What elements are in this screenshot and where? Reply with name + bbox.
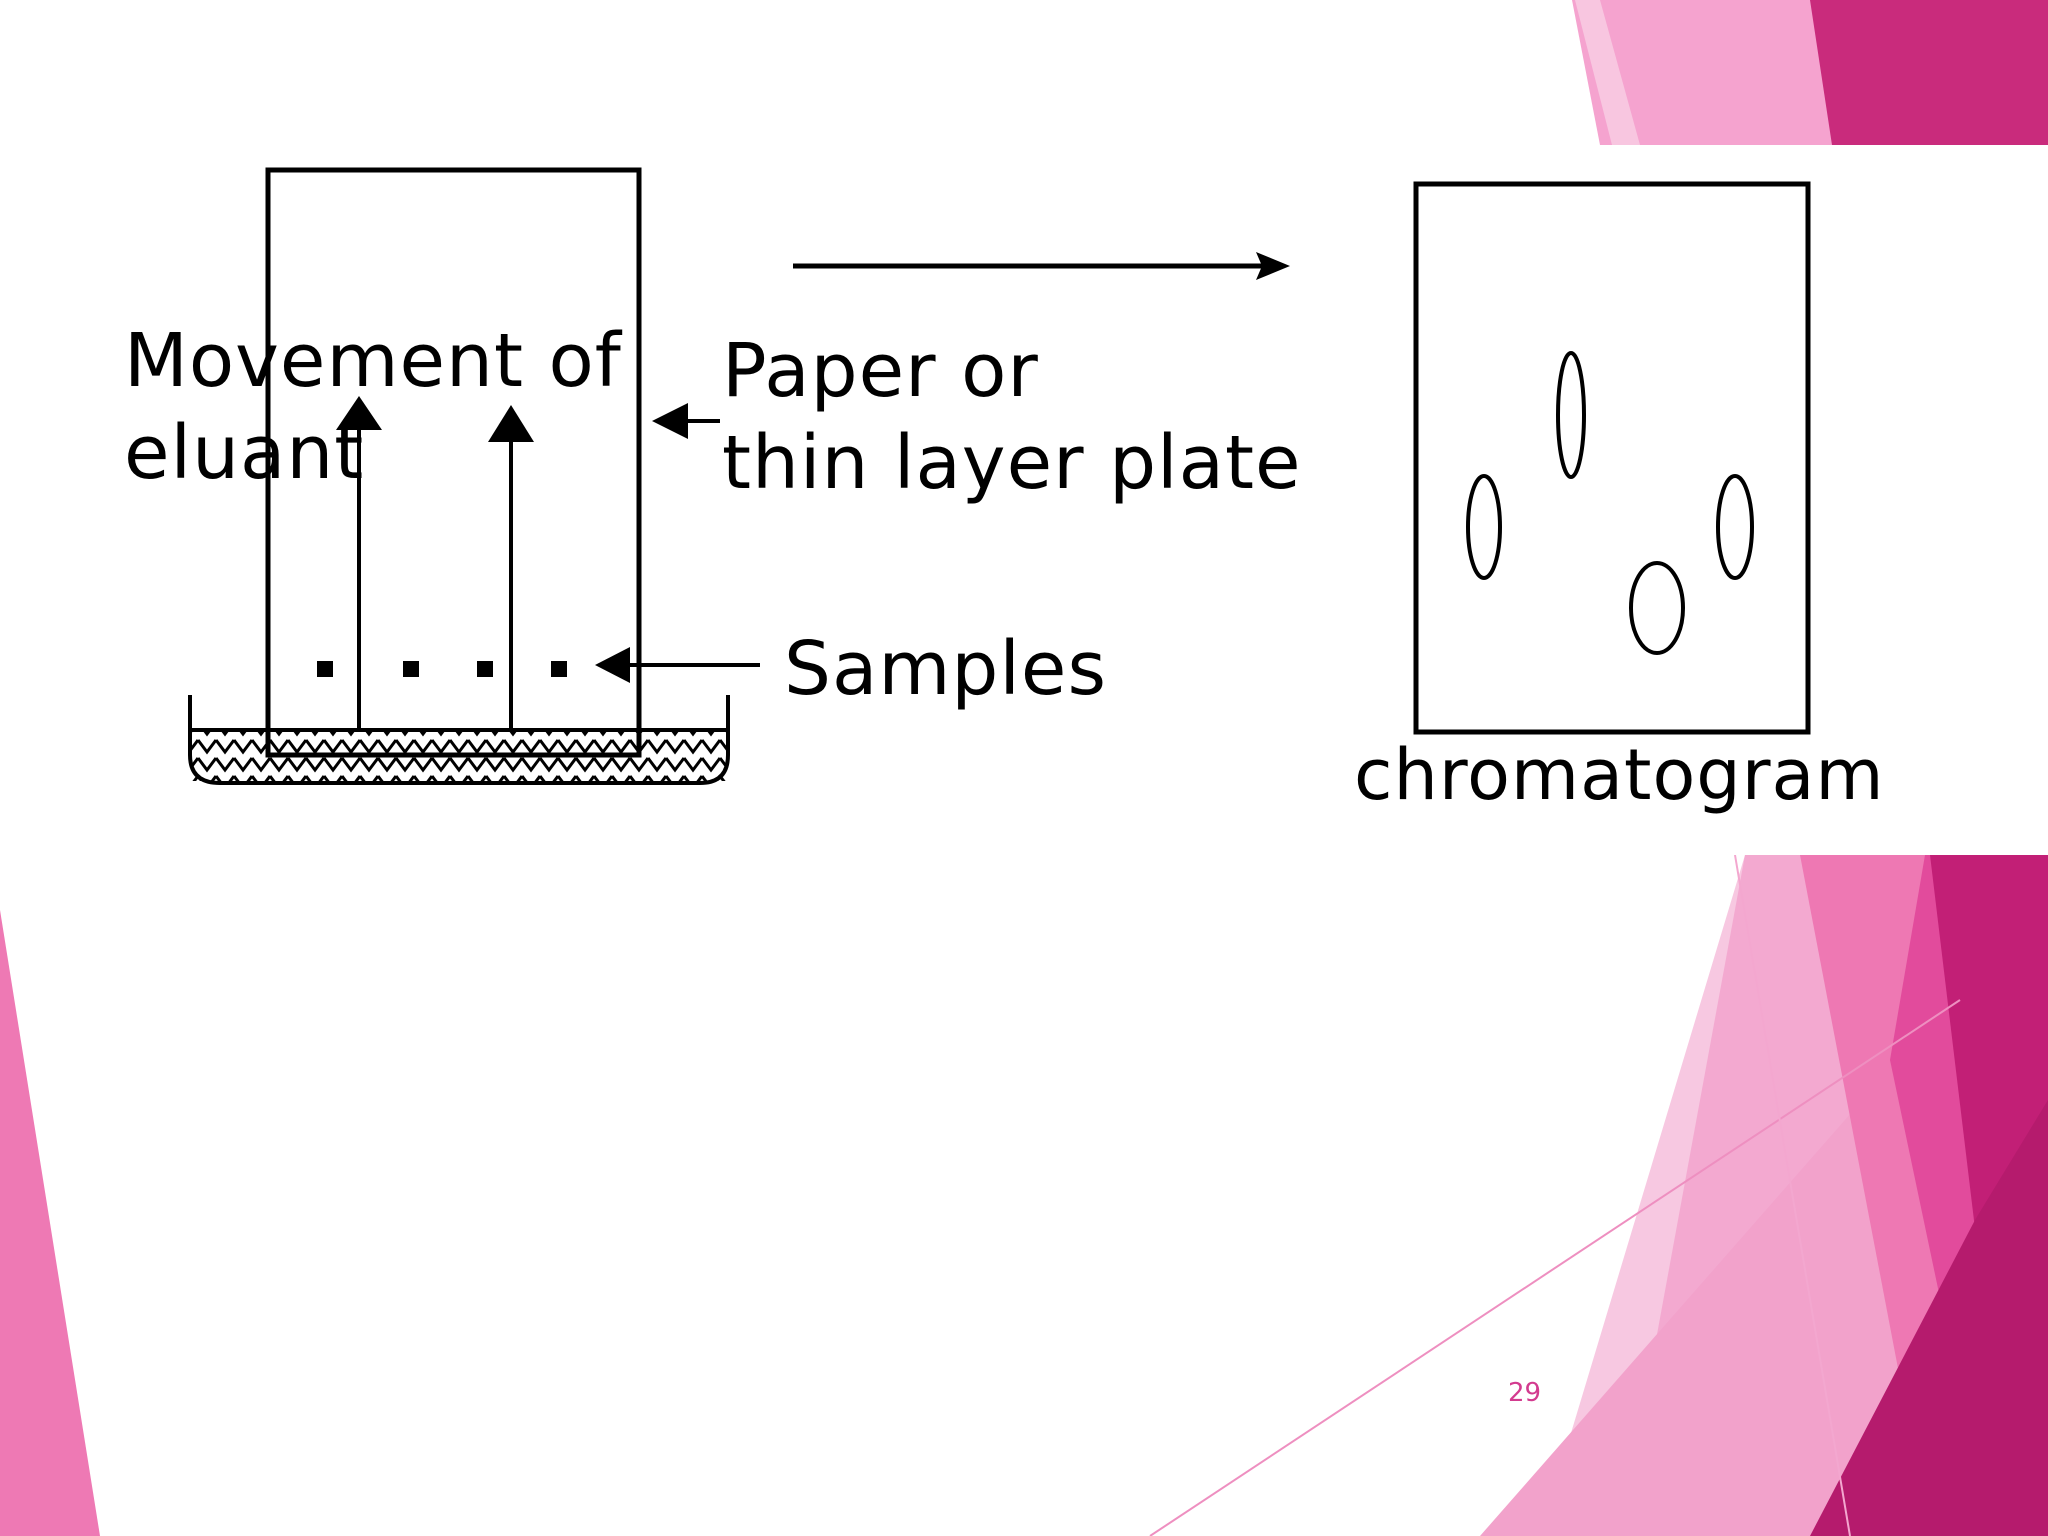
facet-shape xyxy=(1480,1080,1990,1536)
eluant-movement-arrow xyxy=(488,405,534,730)
sample-spot xyxy=(403,661,419,677)
separated-spot xyxy=(1556,351,1586,479)
facet-shape xyxy=(1810,1100,2048,1536)
chromatogram-plate xyxy=(1413,181,1811,735)
movement-label-continued: eluant xyxy=(124,410,365,496)
facet-shape xyxy=(1810,0,2048,145)
page-number: 29 xyxy=(1508,1378,1542,1408)
movement-label: Movement of xyxy=(124,318,622,404)
separated-spot xyxy=(1716,474,1754,580)
separated-spot xyxy=(1629,561,1685,655)
samples-label: Samples xyxy=(784,626,1108,712)
sample-spot xyxy=(317,661,333,677)
facet-line xyxy=(1734,854,1851,1536)
sample-spot xyxy=(551,661,567,677)
separated-spot xyxy=(1466,474,1502,580)
solvent-tray xyxy=(188,695,730,785)
process-arrow xyxy=(793,252,1290,280)
paper-label-continued: thin layer plate xyxy=(722,420,1302,506)
facet-shape xyxy=(1575,0,1640,145)
samples-pointer-arrow xyxy=(595,647,760,683)
paper-label: Paper or xyxy=(722,328,1039,414)
facet-shape xyxy=(0,910,100,1536)
eluant-movement-arrow xyxy=(336,396,382,730)
plate-pointer-arrow xyxy=(652,403,720,439)
chromatogram-label: chromatogram xyxy=(1354,734,1885,816)
facet-line xyxy=(1149,999,1961,1536)
sample-spot xyxy=(477,661,493,677)
